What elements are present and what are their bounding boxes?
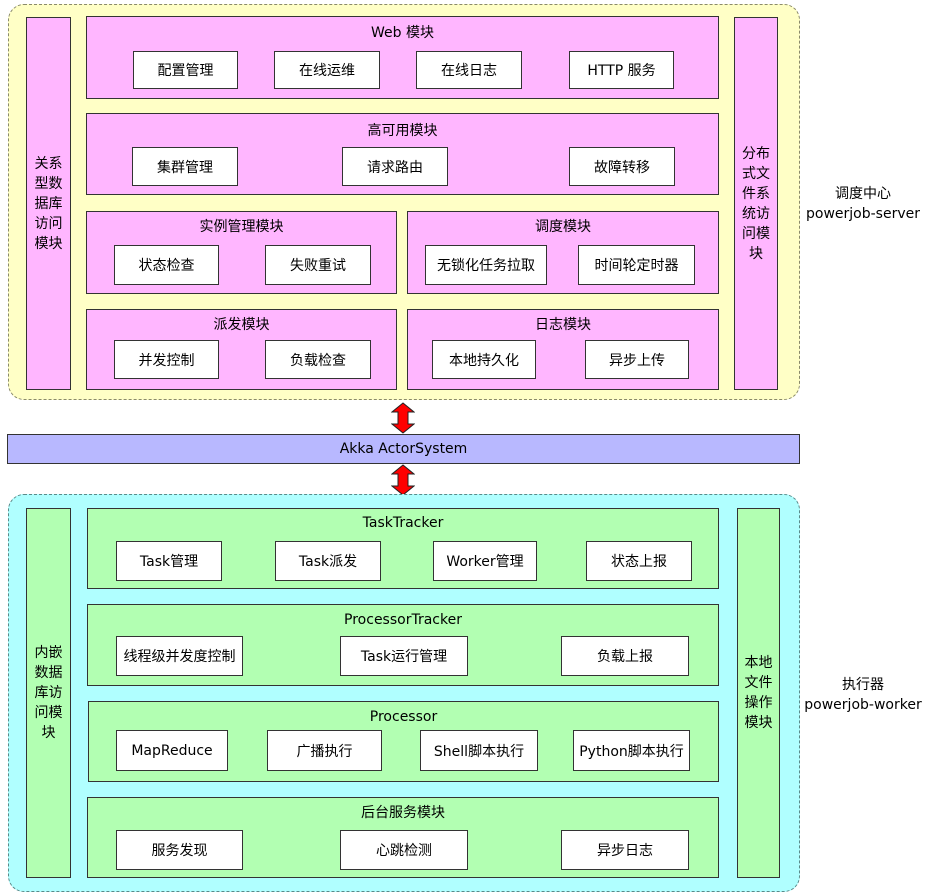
task-tracker-item-worker: Worker管理 <box>433 541 537 581</box>
web-module-title: Web 模块 <box>371 25 434 41</box>
processor-item-mapreduce: MapReduce <box>116 730 228 771</box>
embedded-db-module-label: 内嵌数据库访问模块 <box>34 645 63 741</box>
ha-item-cluster: 集群管理 <box>132 147 238 186</box>
task-tracker-item-report: 状态上报 <box>586 541 692 581</box>
ha-item-failover: 故障转移 <box>569 147 675 186</box>
web-module: Web 模块 配置管理 在线运维 在线日志 HTTP 服务 <box>86 16 719 99</box>
backend-title: 后台服务模块 <box>361 805 445 821</box>
server-label-cn: 调度中心 <box>835 186 891 202</box>
ha-module: 高可用模块 集群管理 请求路由 故障转移 <box>86 113 719 195</box>
processor-tracker-item-run: Task运行管理 <box>340 636 468 676</box>
dispatch-module-title: 派发模块 <box>213 317 270 333</box>
local-file-module: 本地文件操作模块 <box>737 508 780 878</box>
web-item-log: 在线日志 <box>416 51 522 89</box>
double-arrow-icon-top <box>391 402 415 434</box>
relational-db-module: 关系型数据库访问模块 <box>26 17 71 390</box>
backend-item-async-log: 异步日志 <box>561 830 689 870</box>
log-module: 日志模块 本地持久化 异步上传 <box>407 309 719 390</box>
ha-item-routing: 请求路由 <box>342 147 448 186</box>
akka-actor-system: Akka ActorSystem <box>7 434 800 464</box>
dfs-module-label: 分布式文件系统访问模块 <box>742 145 770 262</box>
processor-tracker-module: ProcessorTracker 线程级并发度控制 Task运行管理 负载上报 <box>87 604 719 686</box>
task-tracker-item-dispatch: Task派发 <box>275 541 381 581</box>
worker-label: 执行器 powerjob-worker <box>800 675 926 715</box>
worker-label-en: powerjob-worker <box>804 697 922 713</box>
schedule-module: 调度模块 无锁化任务拉取 时间轮定时器 <box>407 211 719 294</box>
schedule-module-title: 调度模块 <box>535 219 591 235</box>
double-arrow-icon-bottom <box>391 464 415 496</box>
server-label: 调度中心 powerjob-server <box>800 184 926 224</box>
web-item-ops: 在线运维 <box>274 51 380 89</box>
log-module-title: 日志模块 <box>535 317 591 333</box>
log-item-persist: 本地持久化 <box>432 340 536 379</box>
local-file-module-label: 本地文件操作模块 <box>744 655 773 731</box>
ha-module-title: 高可用模块 <box>367 123 438 139</box>
instance-module: 实例管理模块 状态检查 失败重试 <box>86 211 397 294</box>
embedded-db-module: 内嵌数据库访问模块 <box>26 508 71 878</box>
processor-tracker-title: ProcessorTracker <box>344 612 462 628</box>
task-tracker-item-manage: Task管理 <box>116 541 222 581</box>
backend-module: 后台服务模块 服务发现 心跳检测 异步日志 <box>87 797 719 878</box>
dispatch-item-load: 负载检查 <box>265 340 371 379</box>
relational-db-module-label: 关系型数据库访问模块 <box>34 155 63 252</box>
task-tracker-module: TaskTracker Task管理 Task派发 Worker管理 状态上报 <box>87 508 719 589</box>
processor-module: Processor MapReduce 广播执行 Shell脚本执行 Pytho… <box>88 701 719 782</box>
processor-item-broadcast: 广播执行 <box>267 730 382 771</box>
processor-item-python: Python脚本执行 <box>573 730 690 771</box>
instance-item-check: 状态检查 <box>114 245 219 285</box>
processor-tracker-item-load: 负载上报 <box>561 636 689 676</box>
processor-tracker-item-threads: 线程级并发度控制 <box>116 636 243 676</box>
log-item-upload: 异步上传 <box>585 340 689 379</box>
processor-item-shell: Shell脚本执行 <box>420 730 538 771</box>
dispatch-module: 派发模块 并发控制 负载检查 <box>86 309 397 390</box>
dfs-module: 分布式文件系统访问模块 <box>734 17 778 390</box>
processor-title: Processor <box>369 709 438 725</box>
web-item-config: 配置管理 <box>133 51 238 89</box>
web-item-http: HTTP 服务 <box>569 51 674 89</box>
instance-module-title: 实例管理模块 <box>199 219 284 235</box>
backend-item-discovery: 服务发现 <box>116 830 243 870</box>
server-label-en: powerjob-server <box>806 206 920 222</box>
task-tracker-title: TaskTracker <box>362 515 444 531</box>
instance-item-retry: 失败重试 <box>265 245 371 285</box>
dispatch-item-concurrency: 并发控制 <box>114 340 219 379</box>
worker-label-cn: 执行器 <box>842 677 884 693</box>
backend-item-heartbeat: 心跳检测 <box>340 830 468 870</box>
schedule-item-fetch: 无锁化任务拉取 <box>425 245 547 285</box>
schedule-item-timer: 时间轮定时器 <box>578 245 695 285</box>
